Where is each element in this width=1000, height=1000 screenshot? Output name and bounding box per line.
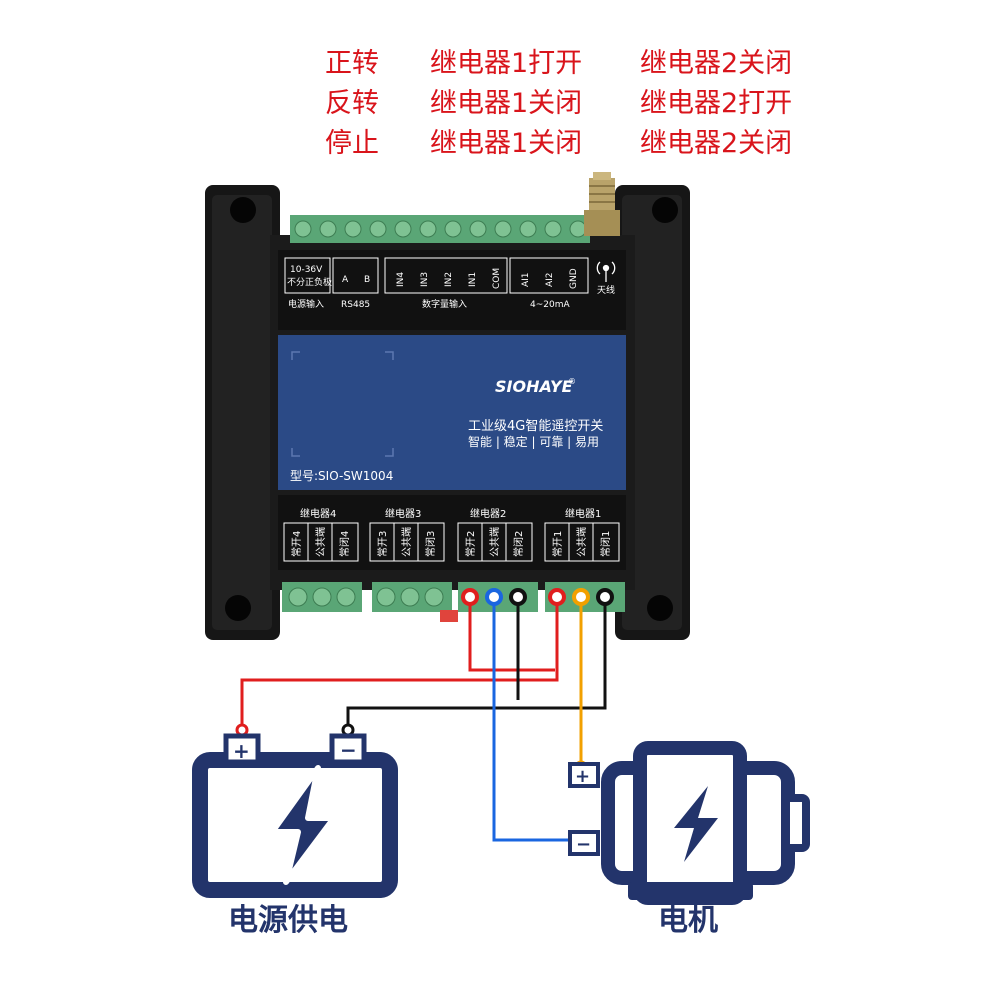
wire-black-relay1 [346, 604, 607, 728]
screw-hole-top-left [230, 197, 256, 223]
digital-input-label: 数字量输入 [422, 298, 467, 310]
relay4-label: 继电器4 [300, 507, 336, 520]
power-supply-label: 电源供电 [228, 903, 348, 938]
power-spec-line1: 10-36V [290, 265, 323, 275]
motor-lightning-icon [674, 786, 718, 862]
rs485-label: RS485 [341, 300, 370, 310]
relay1-com-label: 公共端 [575, 527, 588, 557]
mode-forward-relay1: 继电器1打开 [430, 48, 582, 79]
brand-registered-mark: ® [568, 377, 576, 386]
motor-label: 电机 [658, 903, 718, 938]
screw-hole-bottom-right [647, 595, 673, 621]
antenna-connector [584, 172, 620, 236]
rs485-a-label: A [342, 275, 349, 285]
ai1-label: AI1 [521, 272, 531, 287]
screw-hole-bottom-left [225, 595, 251, 621]
battery-lightning-icon [269, 765, 337, 885]
wire-red-relay2 [468, 604, 555, 672]
mode-reverse-relay2: 继电器2打开 [640, 88, 792, 119]
brand-logo: SIOHAYE [495, 377, 573, 396]
mode-forward-relay2: 继电器2关闭 [640, 48, 792, 79]
mode-reverse-relay1: 继电器1关闭 [430, 88, 582, 119]
mode-stop-label: 停止 [325, 128, 379, 159]
product-title: 工业级4G智能遥控开关 [468, 419, 603, 434]
relay-controller-device: 10-36V 不分正负极 A B IN4 IN3 IN2 IN1 COM AI1… [205, 172, 690, 640]
relay3-nc-label: 常闭3 [424, 531, 437, 557]
antenna-label: 天线 [597, 284, 615, 296]
power-input-label: 电源输入 [288, 298, 324, 310]
wire-blue [492, 604, 577, 842]
top-terminal-block [290, 215, 590, 243]
motor-minus-sign: − [576, 834, 591, 855]
gnd-label: GND [569, 268, 579, 289]
in2-label: IN2 [444, 272, 454, 287]
antenna-icon [596, 261, 616, 282]
in4-label: IN4 [396, 272, 406, 287]
motor-icon: + − [568, 741, 810, 905]
battery-plus-sign: + [233, 739, 250, 763]
com-label: COM [492, 268, 502, 289]
product-slogan: 智能 | 稳定 | 可靠 | 易用 [468, 434, 599, 449]
wire-red-relay1 [240, 604, 559, 728]
in3-label: IN3 [420, 272, 430, 287]
rs485-b-label: B [364, 275, 370, 285]
battery-minus-sign: − [340, 738, 357, 762]
ai2-label: AI2 [545, 272, 555, 287]
analog-input-label: 4~20mA [530, 300, 570, 310]
in1-label: IN1 [468, 272, 478, 287]
battery-icon: + − [192, 733, 398, 898]
relay4-no-label: 常开4 [290, 531, 303, 557]
relay3-label: 继电器3 [385, 507, 421, 520]
relay1-label: 继电器1 [565, 507, 601, 520]
relay2-no-label: 常开2 [464, 531, 477, 557]
relay2-nc-label: 常闭2 [512, 531, 525, 557]
relay4-nc-label: 常闭4 [338, 531, 351, 557]
relay3-no-label: 常开3 [376, 531, 389, 557]
mode-forward-label: 正转 [325, 48, 379, 79]
relay1-no-label: 常开1 [551, 531, 564, 557]
power-spec-line2: 不分正负极 [287, 276, 332, 288]
mode-legend: 正转 继电器1打开 继电器2关闭 反转 继电器1关闭 继电器2打开 停止 继电器… [325, 48, 792, 159]
relay4-com-label: 公共端 [314, 527, 327, 557]
mode-stop-relay1: 继电器1关闭 [430, 128, 582, 159]
screw-hole-top-right [652, 197, 678, 223]
relay2-com-label: 公共端 [488, 527, 501, 557]
product-panel [278, 335, 626, 490]
motor-plus-sign: + [575, 766, 590, 787]
relay2-label: 继电器2 [470, 507, 506, 520]
mode-stop-relay2: 继电器2关闭 [640, 128, 792, 159]
wiring [240, 604, 607, 842]
relay-terminal-labels: 常开4 公共端 常闭4 常开3 公共端 常闭3 常开2 公共端 常闭2 常开1 … [290, 527, 612, 557]
model-number: 型号:SIO-SW1004 [290, 469, 393, 483]
relay1-nc-label: 常闭1 [599, 531, 612, 557]
mode-reverse-label: 反转 [325, 88, 379, 119]
relay3-com-label: 公共端 [400, 527, 413, 557]
top-terminal-labels: 10-36V 不分正负极 A B IN4 IN3 IN2 IN1 COM AI1… [287, 261, 616, 310]
